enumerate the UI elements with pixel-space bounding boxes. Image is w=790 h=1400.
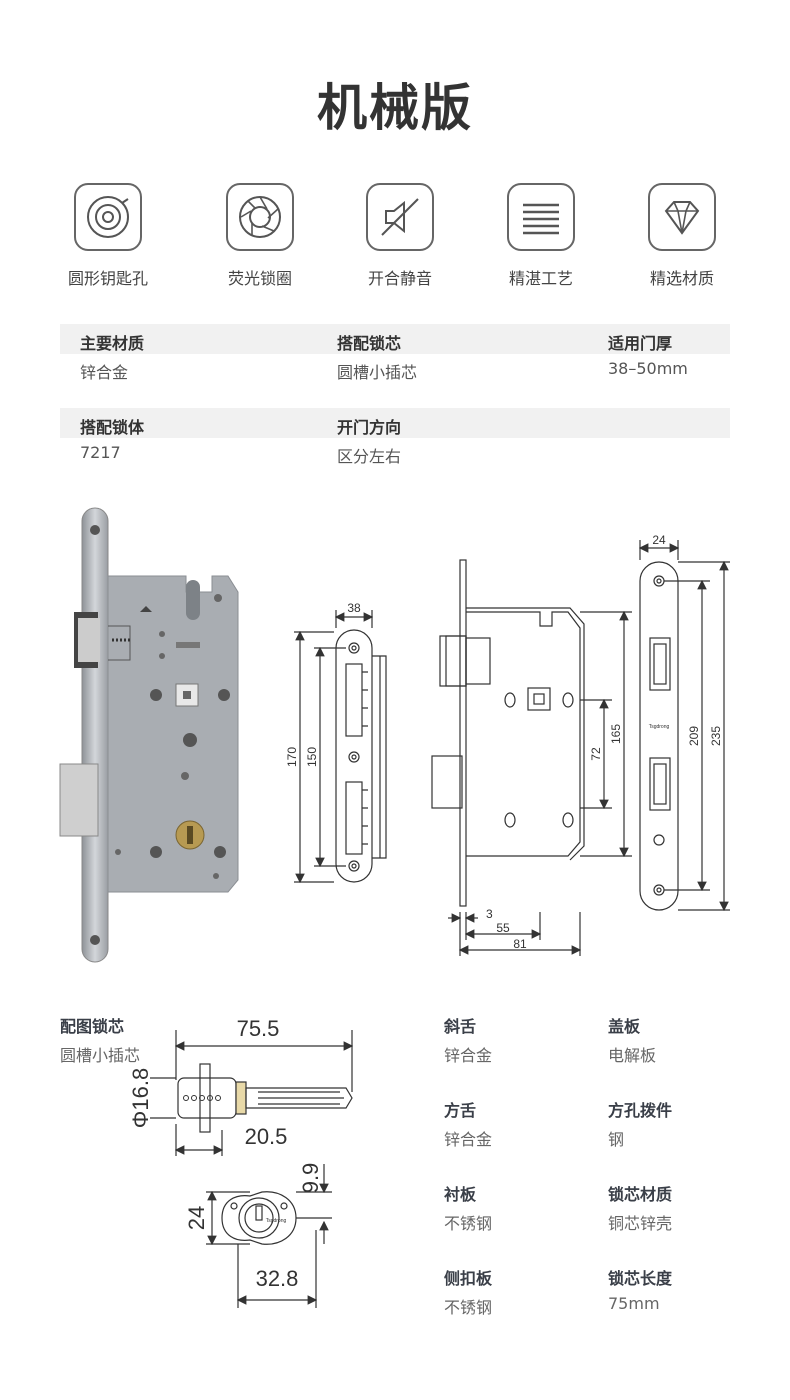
- feature-item-craft: 精湛工艺: [471, 183, 611, 289]
- dim-cylinder-height: 24: [184, 1206, 209, 1230]
- spec-value: 7217: [80, 443, 121, 462]
- feature-label: 精湛工艺: [508, 269, 573, 288]
- part-value: 不锈钢: [444, 1214, 493, 1233]
- dim-backset-3: 3: [486, 907, 493, 921]
- dim-cylinder-length: 75.5: [237, 1016, 280, 1041]
- cylinder-side-drawing: [150, 1030, 354, 1156]
- dim-center-72: 72: [589, 747, 603, 761]
- cylinder-label-value: 圆槽小插芯: [60, 1046, 141, 1065]
- mute-speaker-icon: [366, 183, 434, 251]
- feature-item-material: 精选材质: [612, 183, 752, 289]
- feature-label: 开合静音: [367, 269, 432, 288]
- spec-band: [60, 408, 730, 438]
- dim-cylinder-diameter: Φ16.8: [128, 1068, 153, 1128]
- spec-key: 开门方向: [337, 418, 402, 437]
- page-title: 机械版: [317, 79, 473, 137]
- spec-key: 搭配锁体: [80, 418, 145, 437]
- dim-backset-55: 55: [496, 921, 510, 935]
- diamond-icon: [648, 183, 716, 251]
- dim-depth-81: 81: [513, 937, 527, 951]
- part-key: 斜舌: [444, 1017, 477, 1036]
- feature-label: 圆形钥匙孔: [67, 269, 148, 288]
- part-key: 侧扣板: [444, 1269, 493, 1288]
- spec-key: 主要材质: [80, 334, 145, 353]
- part-value: 75mm: [608, 1294, 660, 1313]
- dim-height-165: 165: [609, 724, 623, 744]
- part-value: 不锈钢: [444, 1298, 493, 1317]
- feature-item-luminous-ring: 荧光锁圈: [190, 183, 330, 289]
- faceplate-drawing: [294, 610, 387, 884]
- cylinder-brand-mark: Tsgdrong: [266, 1218, 287, 1224]
- spec-value: 38–50mm: [608, 359, 688, 378]
- part-value: 电解板: [608, 1046, 657, 1065]
- dim-cylinder-width: 32.8: [256, 1266, 299, 1291]
- dim-cylinder-flange: 9.9: [298, 1163, 323, 1194]
- dim-strike-width: 24: [652, 533, 666, 547]
- cylinder-front-drawing: [206, 1164, 332, 1308]
- spec-key: 搭配锁芯: [337, 334, 402, 353]
- dim-faceplate-width: 38: [347, 601, 361, 615]
- dim-strike-235: 235: [709, 726, 723, 746]
- part-value: 钢: [608, 1130, 625, 1149]
- cylinder-label-key: 配图锁芯: [60, 1017, 125, 1036]
- strike-plate-drawing: [638, 540, 730, 912]
- dim-height-150: 150: [305, 747, 319, 767]
- part-key: 锁芯材质: [608, 1185, 673, 1204]
- spec-band: [60, 324, 730, 354]
- part-key: 衬板: [444, 1185, 477, 1204]
- luminous-lock-ring-icon: [226, 183, 294, 251]
- part-value: 锌合金: [444, 1130, 493, 1149]
- spec-value: 锌合金: [80, 363, 129, 382]
- feature-label: 精选材质: [649, 269, 714, 288]
- dim-cylinder-front: 20.5: [245, 1124, 288, 1149]
- part-key: 盖板: [608, 1017, 641, 1036]
- feature-item-round-keyhole: 圆形钥匙孔: [38, 183, 178, 289]
- feature-label: 荧光锁圈: [227, 269, 292, 288]
- spec-value: 圆槽小插芯: [337, 363, 418, 382]
- brand-mark: Tsgdrong: [649, 724, 670, 730]
- part-value: 铜芯锌壳: [608, 1214, 673, 1233]
- dim-height-170: 170: [285, 747, 299, 767]
- fine-craft-lines-icon: [507, 183, 575, 251]
- part-key: 锁芯长度: [608, 1269, 673, 1288]
- lock-body-photo: [59, 507, 239, 963]
- spec-value: 区分左右: [337, 447, 402, 466]
- part-value: 锌合金: [444, 1046, 493, 1065]
- spec-key: 适用门厚: [608, 334, 673, 353]
- feature-item-mute: 开合静音: [330, 183, 470, 289]
- dim-strike-209: 209: [687, 726, 701, 746]
- round-keyhole-icon: [74, 183, 142, 251]
- lock-body-side-drawing: [431, 559, 632, 956]
- part-key: 方孔拨件: [608, 1101, 673, 1120]
- part-key: 方舌: [444, 1101, 477, 1120]
